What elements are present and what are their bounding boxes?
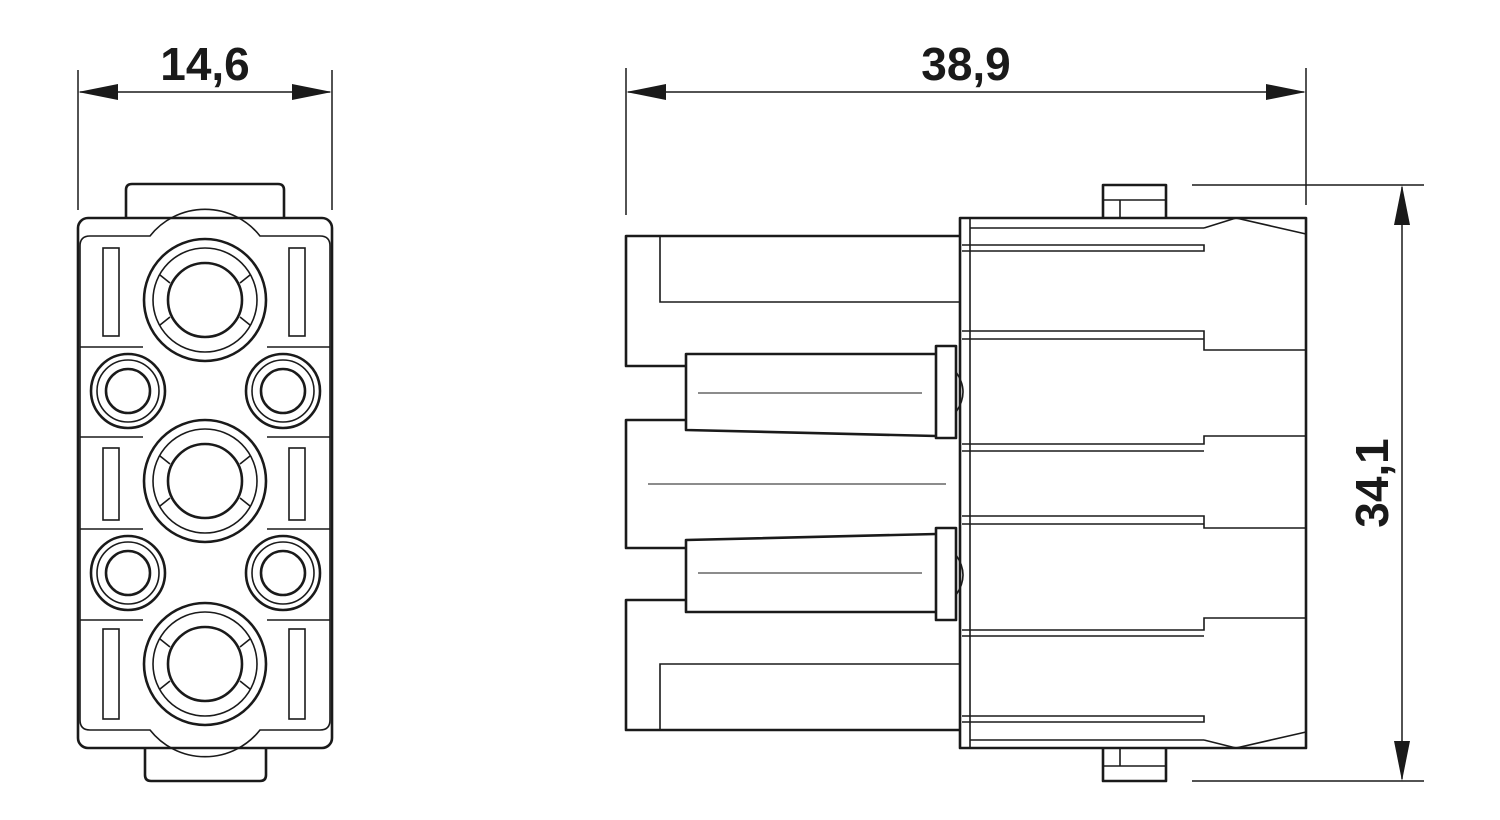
front-contact-large xyxy=(142,237,268,363)
length-dimension: 38,9 xyxy=(625,38,1307,215)
side-bottom-latch xyxy=(1101,748,1168,783)
length-dimension-label: 38,9 xyxy=(921,38,1011,90)
side-rib xyxy=(962,515,1306,529)
front-contact-large xyxy=(142,601,268,727)
side-top-latch xyxy=(1101,183,1168,218)
width-dimension-label: 14,6 xyxy=(160,38,250,90)
front-contact-small xyxy=(89,534,167,612)
side-rear-guide-middle xyxy=(624,418,686,550)
front-top-latch xyxy=(124,182,286,218)
front-contact-large xyxy=(142,418,268,544)
front-housing-outline xyxy=(76,216,334,750)
side-body-outline xyxy=(958,216,1308,750)
side-contact-pin xyxy=(684,344,964,440)
side-contact-pin xyxy=(684,526,964,622)
side-rib xyxy=(962,330,1306,351)
side-rear-guide-upper xyxy=(624,234,960,368)
side-rear-guide-lower xyxy=(624,598,960,732)
side-rib xyxy=(962,715,1205,723)
side-rib xyxy=(962,435,1306,452)
front-contact-small xyxy=(244,534,322,612)
front-slot xyxy=(288,447,306,521)
front-slot xyxy=(102,628,120,720)
front-contact-small xyxy=(244,352,322,430)
front-slot xyxy=(288,247,306,337)
height-dimension-label: 34,1 xyxy=(1346,438,1398,528)
side-rib xyxy=(962,617,1306,637)
front-inner-frame xyxy=(79,208,331,758)
side-view xyxy=(624,183,1308,783)
width-dimension: 14,6 xyxy=(77,38,333,210)
height-dimension: 34,1 xyxy=(1192,184,1424,782)
front-view xyxy=(76,182,334,783)
front-bottom-latch xyxy=(143,748,268,783)
side-rib xyxy=(962,244,1205,252)
front-contact-small xyxy=(89,352,167,430)
front-slot xyxy=(102,447,120,521)
front-slot xyxy=(288,628,306,720)
front-slot xyxy=(102,247,120,337)
